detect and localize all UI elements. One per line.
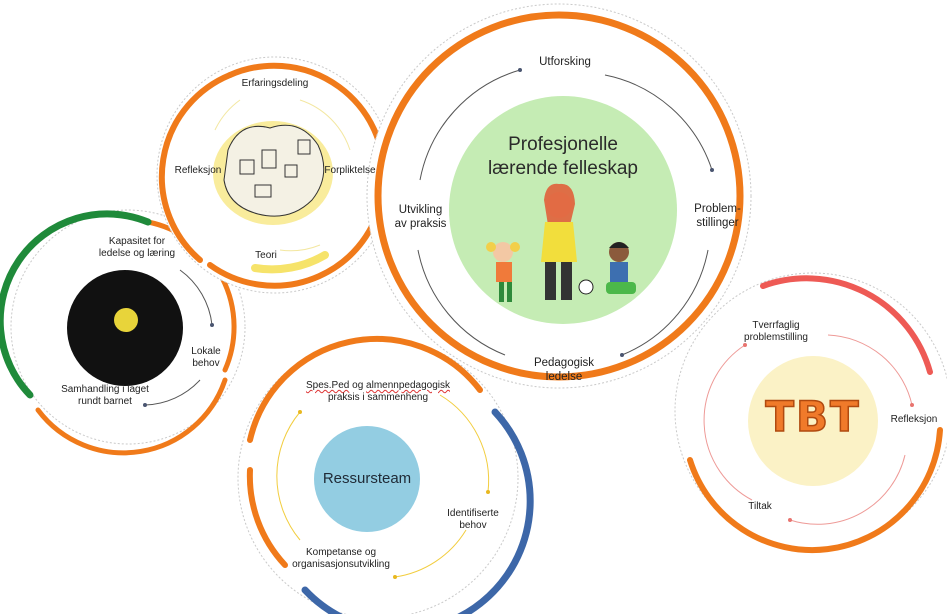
tbt-inner-arc-2: [788, 454, 906, 525]
house-sketch-2: [261, 149, 277, 169]
experience-cycle: [156, 56, 394, 294]
main-inner-arc-1: [604, 74, 714, 172]
ressurs-label-praksis-line2: praksis i sammenheng: [327, 392, 429, 403]
capacity-label-kapasitet-line2: ledelse og læring: [98, 248, 176, 259]
experience-label-erfaringsdeling: Erfaringsdeling: [241, 78, 309, 89]
main-orange-ring: [374, 11, 744, 381]
ressurs-label-praksis-line1: Spes.Ped og almennpedagogisk: [303, 380, 453, 392]
house-sketch-1: [239, 159, 255, 175]
tbt-label-refleksjon: Refleksjon: [890, 414, 938, 425]
capacity-center-highlight: [114, 308, 138, 332]
capacity-label-samhandling: Samhandling i laget rundt barnet: [50, 384, 160, 408]
ressurs-label-spesped: Spes.Ped: [305, 380, 350, 391]
tbt-orange-arc: [687, 427, 943, 554]
ressurs-blue-arc: [301, 408, 534, 614]
house-sketch-5: [254, 184, 272, 198]
main-cycle: [366, 3, 752, 389]
experience-village-sketch: [223, 124, 325, 217]
capacity-label-samhandling-line2: rundt barnet: [78, 396, 132, 407]
tbt-inner-arc-1: [827, 334, 914, 407]
ressurs-label-identifiserte-line2: behov: [459, 520, 487, 531]
main-title: Profesjonelle lærende felleskap: [483, 133, 643, 181]
tbt-label-tiltak: Tiltak: [748, 501, 772, 512]
ressurs-label-kompetanse-line1: Kompetanse og: [305, 547, 377, 558]
main-label-pedagogisk-ledelse-line1: Pedagogisk: [533, 357, 595, 369]
main-label-problemstillinger: Problem- stillinger: [680, 202, 755, 230]
tbt-red-arc: [760, 275, 933, 375]
capacity-inner-arc-2: [143, 379, 201, 407]
ressurs-cycle: [237, 336, 534, 614]
capacity-label-lokale-line1: Lokale: [191, 346, 221, 357]
ressurs-label-og: og: [352, 380, 364, 391]
experience-yellow-arc: [251, 251, 329, 274]
ressurs-center-circle: [314, 426, 420, 532]
main-inner-arc-2: [620, 249, 709, 357]
experience-label-refleksjon: Refleksjon: [174, 165, 222, 176]
main-inner-arc-4: [419, 68, 522, 181]
house-sketch-4: [297, 139, 311, 155]
tbt-label-tverrfaglig-line2: problemstilling: [744, 332, 808, 343]
experience-inner-arc-1: [299, 99, 351, 151]
ressurs-label-identifiserte-line1: Identifiserte: [447, 508, 499, 519]
main-label-utforsking: Utforsking: [539, 56, 591, 68]
house-sketch-3: [284, 164, 298, 178]
ressurs-inner-arc-1: [439, 394, 490, 494]
boy-illustration: [578, 242, 636, 295]
teacher-illustration: [541, 183, 577, 300]
main-title-line1: Profesjonelle: [508, 134, 618, 155]
ressurs-label-kompetanse-line2: organisasjonsutvikling: [292, 559, 390, 570]
ressurs-label-almenn: almennpedagogisk: [366, 380, 450, 391]
ressurs-title: Ressursteam: [322, 470, 412, 487]
ressurs-orange-arc: [247, 336, 483, 443]
main-inner-arc-3: [417, 249, 506, 356]
main-title-line2: lærende felleskap: [488, 158, 638, 179]
main-label-utvikling-line1: Utvikling: [398, 204, 443, 216]
main-label-pedagogisk-ledelse: Pedagogisk ledelse: [524, 356, 604, 384]
experience-inner-arc-3: [279, 244, 321, 252]
tbt-cycle: [674, 272, 947, 554]
tbt-center-circle: [748, 356, 878, 486]
capacity-green-arc: [0, 210, 152, 399]
capacity-label-samhandling-line1: Samhandling i laget: [61, 384, 149, 395]
capacity-inner-arc-1: [179, 269, 214, 327]
ressurs-inner-arc-3: [276, 410, 302, 541]
girl-illustration: [486, 242, 520, 302]
ressurs-label-kompetanse: Kompetanse og organisasjonsutvikling: [283, 547, 399, 571]
tbt-label-tverrfaglig: Tverrfaglig problemstilling: [736, 320, 816, 344]
main-label-problemstillinger-line2: stillinger: [696, 217, 739, 229]
ressurs-inner-arc-2: [393, 529, 467, 579]
capacity-label-kapasitet: Kapasitet for ledelse og læring: [92, 236, 182, 260]
experience-inner-arc-2: [214, 99, 241, 131]
main-label-utvikling-av-praksis: Utvikling av praksis: [383, 203, 458, 231]
experience-label-forpliktelse: Forpliktelse: [324, 165, 376, 176]
main-label-problemstillinger-line1: Problem-: [694, 203, 741, 215]
main-label-pedagogisk-ledelse-line2: ledelse: [545, 371, 583, 383]
capacity-orange-arc-2: [35, 377, 228, 456]
capacity-label-kapasitet-line1: Kapasitet for: [108, 236, 166, 247]
ressurs-orange-arc-2: [246, 467, 288, 568]
tbt-logo: TBT: [765, 391, 861, 442]
ressurs-label-identifiserte: Identifiserte behov: [440, 508, 506, 532]
capacity-label-lokale-behov: Lokale behov: [188, 346, 224, 370]
ressurs-label-praksis: Spes.Ped og almennpedagogisk praksis i s…: [303, 380, 453, 404]
capacity-label-lokale-line2: behov: [192, 358, 220, 369]
main-label-utvikling-line2: av praksis: [394, 218, 447, 230]
experience-label-teori: Teori: [255, 250, 277, 261]
experience-orange-arc-2: [158, 72, 233, 263]
tbt-label-tverrfaglig-line1: Tverrfaglig: [752, 320, 800, 331]
tbt-inner-arc-3: [703, 343, 753, 501]
